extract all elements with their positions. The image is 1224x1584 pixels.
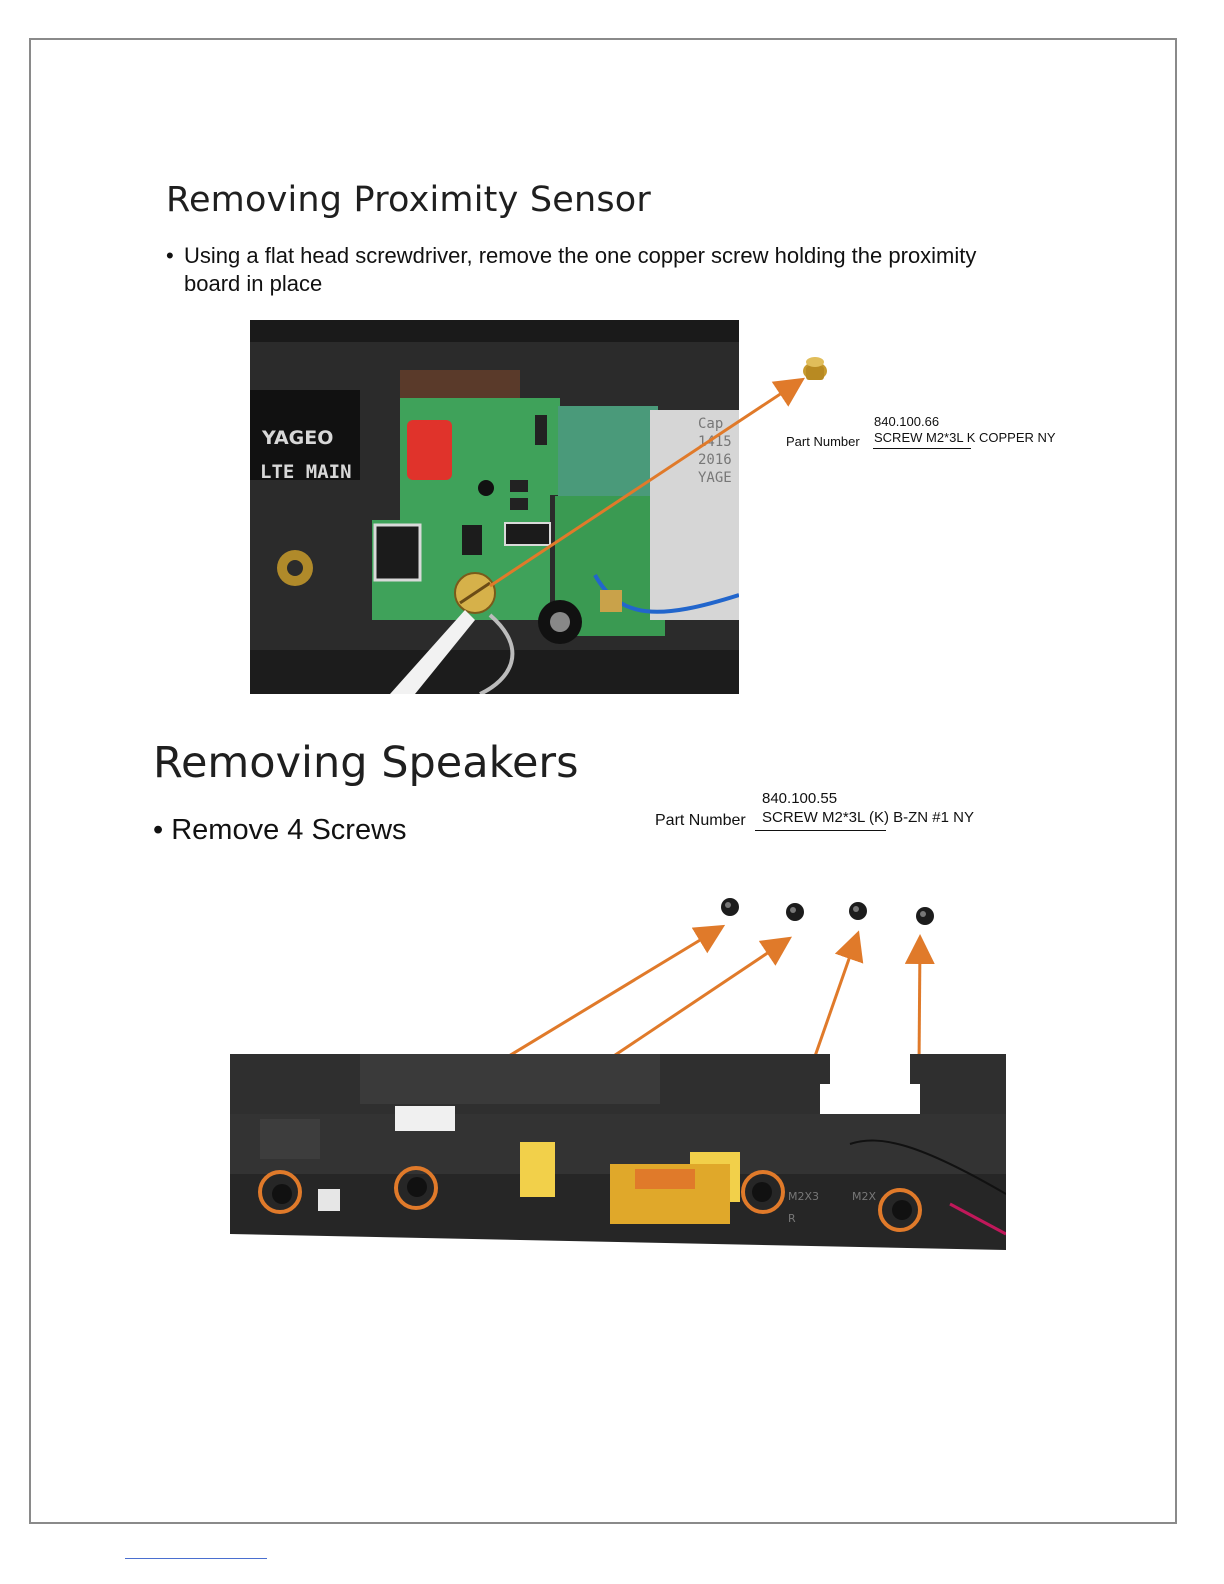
part-number-value: 840.100.55 <box>762 790 838 807</box>
proximity-sensor-photo: YAGEO LTE MAIN Cap 1415 2016 YAGE <box>250 320 739 694</box>
proximity-arrow <box>489 377 806 588</box>
photo-label-2016: 2016 <box>698 452 732 468</box>
section-title-speakers: Removing Speakers <box>153 738 579 788</box>
instruction-bullet-proximity: • Using a flat head screwdriver, remove … <box>166 242 986 298</box>
black-screw-icon <box>849 902 867 920</box>
photo-label-m2x3: M2X3 <box>788 1190 819 1203</box>
section-title-proximity-sensor: Removing Proximity Sensor <box>166 180 651 220</box>
part-underline <box>873 448 971 449</box>
photo-label-lte-main: LTE MAIN <box>260 461 352 483</box>
part-description: SCREW M2*3L (K) B-ZN #1 NY <box>762 809 974 826</box>
part-number-block-proximity: 840.100.66 Part Number SCREW M2*3L K COP… <box>786 414 1086 454</box>
part-number-block-speakers: 840.100.55 Part Number SCREW M2*3L (K) B… <box>655 790 995 836</box>
screw-highlight-3 <box>741 1170 785 1214</box>
part-number-label: Part Number <box>786 434 860 449</box>
black-screw-icon <box>916 907 934 925</box>
instruction-text: Using a flat head screwdriver, remove th… <box>184 243 977 296</box>
black-screw-icon <box>721 898 739 916</box>
page-frame <box>29 38 1177 1524</box>
speakers-photo: M2X3 M2X R <box>230 1054 1006 1250</box>
bullet-marker: • <box>166 243 174 268</box>
part-underline <box>755 830 886 831</box>
footer-link-underline <box>125 1558 267 1559</box>
photo-label-cap: Cap <box>698 416 723 432</box>
copper-screw-icon <box>803 357 827 380</box>
part-description: SCREW M2*3L K COPPER NY <box>874 430 1056 445</box>
part-number-label: Part Number <box>655 812 746 829</box>
photo-label-yage: YAGE <box>698 470 732 486</box>
screw-highlight-1 <box>258 1170 302 1214</box>
photo-label-m2x: M2X <box>852 1190 876 1203</box>
black-screw-icon <box>786 903 804 921</box>
photo-label-1415: 1415 <box>698 434 732 450</box>
instruction-bullet-speakers: • Remove 4 Screws <box>153 814 407 846</box>
part-number-value: 840.100.66 <box>874 414 940 429</box>
screw-highlight-4 <box>878 1188 922 1232</box>
photo-label-yageo: YAGEO <box>261 427 333 449</box>
screw-highlight-2 <box>394 1166 438 1210</box>
photo-label-r: R <box>788 1212 796 1225</box>
